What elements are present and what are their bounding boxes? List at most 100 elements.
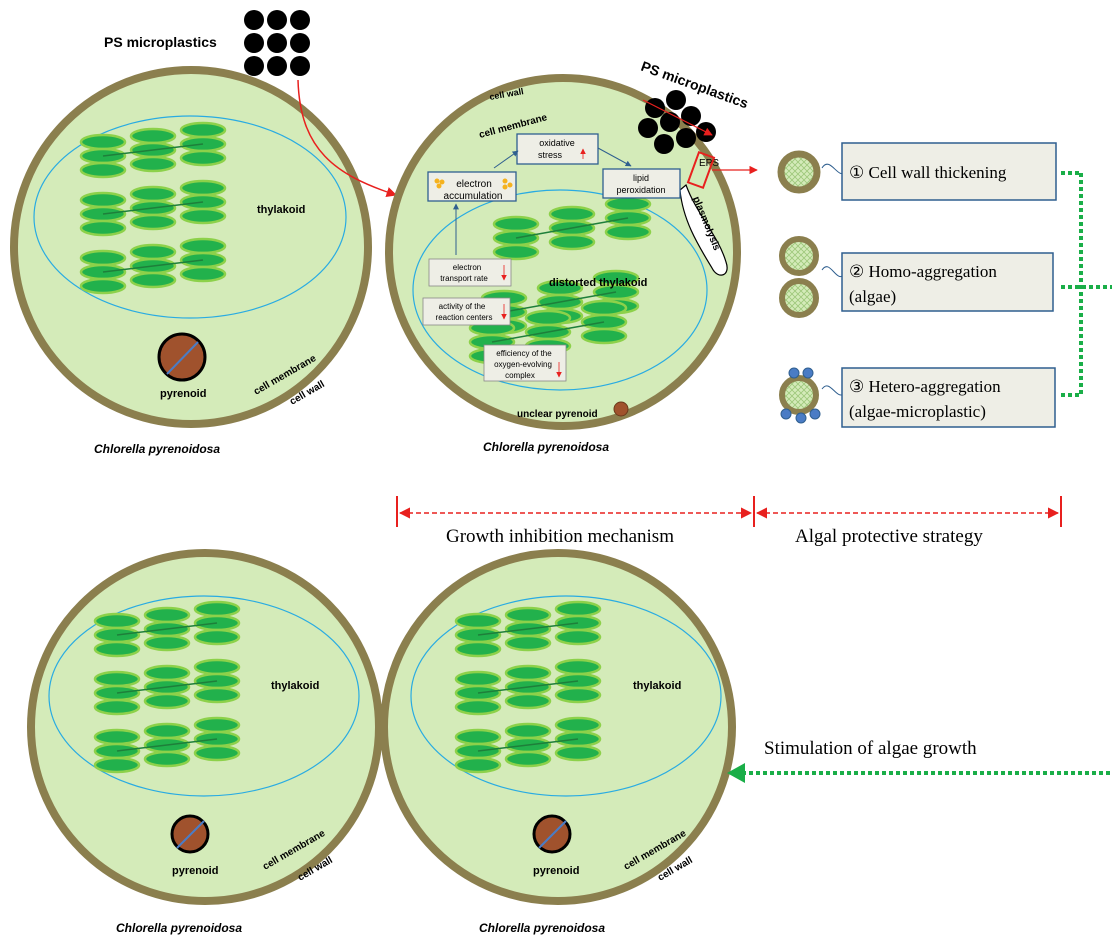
- pyrenoid-label: pyrenoid: [533, 865, 579, 877]
- thylakoid-disc: [129, 155, 177, 173]
- thylakoid-disc: [79, 219, 127, 237]
- chloroplast: [33, 115, 347, 319]
- stroma-lamella: [116, 680, 218, 694]
- stroma-lamella: [477, 622, 579, 636]
- pyrenoid: [157, 332, 207, 382]
- thylakoid-disc: [179, 207, 227, 225]
- thylakoid-disc: [554, 658, 602, 676]
- stroma-lamella: [102, 143, 204, 157]
- thylakoid-disc: [193, 600, 241, 618]
- oxygen-line1: efficiency of the: [496, 349, 552, 358]
- box-electron-transport: electron transport rate: [428, 258, 512, 287]
- oxygen-line3: complex: [505, 371, 535, 380]
- strategy-box-1: ① Cell wall thickening: [841, 142, 1057, 201]
- species-label: Chlorella pyrenoidosa: [483, 440, 609, 454]
- hetero-aggregate-icon: [779, 367, 821, 424]
- thylakoid-disc: [604, 223, 652, 241]
- thylakoid-disc: [554, 744, 602, 762]
- stimulation-arrowhead: [727, 763, 745, 783]
- arrow-electron-to-oxidative: [493, 150, 519, 169]
- box-reaction-centers: activity of the reaction centers: [422, 297, 511, 326]
- thylakoid-disc: [492, 215, 540, 233]
- lipid-line2: peroxidation: [616, 185, 665, 195]
- thylakoid-disc: [504, 606, 552, 624]
- thylakoid-disc: [548, 233, 596, 251]
- thylakoid-disc: [143, 750, 191, 768]
- thylakoid-disc: [554, 716, 602, 734]
- pyrenoid-label: pyrenoid: [160, 388, 206, 400]
- electron-line1: electron: [456, 179, 492, 190]
- thylakoid-label: thylakoid: [271, 680, 319, 692]
- transport-line1: electron: [453, 263, 481, 272]
- stroma-lamella: [102, 259, 204, 273]
- thylakoid-disc: [79, 161, 127, 179]
- species-label: Chlorella pyrenoidosa: [479, 921, 605, 935]
- pyrenoid-label: pyrenoid: [172, 865, 218, 877]
- thylakoid-disc: [454, 756, 502, 774]
- lipid-line1: lipid: [633, 173, 649, 183]
- distorted-thylakoid-label: distorted thylakoid: [549, 277, 647, 289]
- thylakoid-disc: [454, 612, 502, 630]
- thickened-cell-icon: [777, 150, 821, 194]
- thylakoid-disc: [193, 628, 241, 646]
- thylakoid-disc: [129, 127, 177, 145]
- thylakoid-disc: [524, 309, 572, 327]
- thylakoid-disc: [454, 698, 502, 716]
- thylakoid-disc: [179, 179, 227, 197]
- thylakoid-disc: [193, 658, 241, 676]
- thylakoid-disc: [143, 692, 191, 710]
- thylakoid-disc: [554, 628, 602, 646]
- thylakoid-disc: [143, 722, 191, 740]
- thylakoid-disc: [580, 299, 628, 317]
- thylakoid-disc: [179, 237, 227, 255]
- reaction-line1: activity of the: [439, 302, 486, 311]
- thylakoid-disc: [604, 195, 652, 213]
- stimulation-label: Stimulation of algae growth: [764, 738, 977, 759]
- species-label: Chlorella pyrenoidosa: [94, 442, 220, 456]
- thylakoid-disc: [179, 265, 227, 283]
- strategy-3-line1: ③ Hetero-aggregation: [849, 377, 1001, 396]
- thylakoid-disc: [93, 756, 141, 774]
- species-label: Chlorella pyrenoidosa: [116, 921, 242, 935]
- homo-aggregate-icon: [779, 236, 819, 318]
- strategy-2-line1: ② Homo-aggregation: [849, 262, 997, 281]
- strategy-panel: ① Cell wall thickening ② Homo-aggregatio…: [777, 142, 1112, 428]
- thylakoid-stacks: [93, 600, 241, 774]
- thylakoid-disc: [93, 698, 141, 716]
- thylakoid-disc: [193, 686, 241, 704]
- thylakoid-disc: [179, 149, 227, 167]
- strategy-box-2: ② Homo-aggregation (algae): [841, 252, 1054, 312]
- thylakoid-disc: [548, 205, 596, 223]
- span-arrows: [396, 496, 1062, 527]
- electron-line2: accumulation: [444, 191, 503, 202]
- strategy-2-line2: (algae): [849, 287, 896, 306]
- arrow-oxidative-to-lipid: [597, 147, 632, 167]
- unclear-pyrenoid: [613, 401, 629, 417]
- stroma-lamella: [515, 217, 629, 239]
- thylakoid-disc: [454, 670, 502, 688]
- strategy-1-label: ① Cell wall thickening: [849, 163, 1007, 182]
- thylakoid-disc: [504, 750, 552, 768]
- thylakoid-disc: [193, 744, 241, 762]
- thylakoid-disc: [454, 728, 502, 746]
- thylakoid-disc: [504, 664, 552, 682]
- eps-label: EPS: [699, 158, 719, 169]
- thylakoid-disc: [143, 664, 191, 682]
- stroma-lamella: [116, 622, 218, 636]
- strategy-3-line2: (algae-microplastic): [849, 402, 986, 421]
- ps-microplastics-label: PS microplastics: [104, 34, 217, 50]
- thylakoid-disc: [193, 716, 241, 734]
- thylakoid-disc: [129, 271, 177, 289]
- stroma-lamella: [491, 321, 605, 343]
- thylakoid-disc: [93, 728, 141, 746]
- thylakoid-disc: [79, 277, 127, 295]
- thylakoid-disc: [143, 634, 191, 652]
- box-oxidative-stress: oxidative stress: [516, 133, 599, 165]
- thylakoid-stacks: [79, 121, 227, 295]
- thylakoid-disc: [79, 249, 127, 267]
- thylakoid-disc: [143, 606, 191, 624]
- cell-bottom-right: thylakoid pyrenoid cell membrane cell wa…: [380, 549, 736, 935]
- chloroplast: [48, 595, 360, 797]
- thylakoid-disc: [504, 692, 552, 710]
- thylakoid-disc: [580, 327, 628, 345]
